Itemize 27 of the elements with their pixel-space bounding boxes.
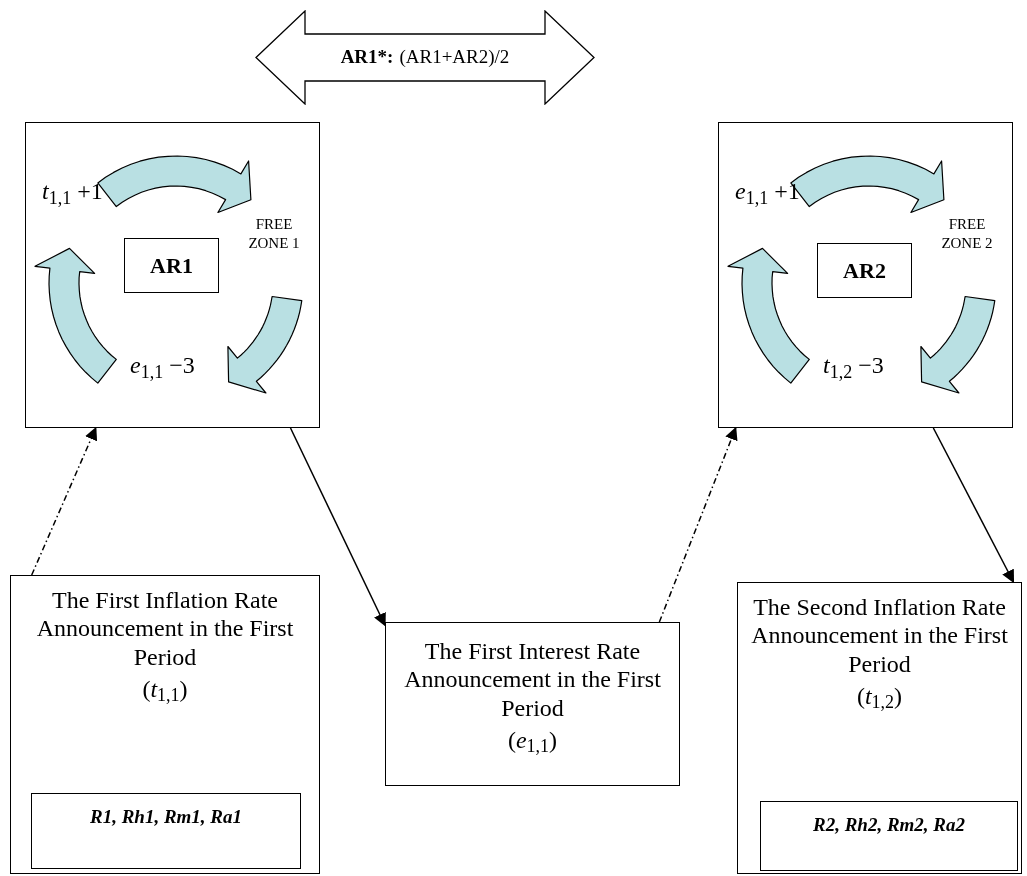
node-text: AR2	[843, 257, 886, 285]
label-box	[817, 243, 912, 298]
node-text: R2, Rh2, Rm2, Ra2	[812, 814, 965, 837]
node-text: R1, Rh1, Rm1, Ra1	[89, 806, 242, 829]
node-text: AR1*:	[340, 45, 394, 70]
label-box	[124, 238, 219, 293]
arrow	[30, 426, 98, 576]
node-text: e$_{1,1}$ −3	[130, 351, 195, 383]
variables-box	[31, 793, 301, 869]
double-arrow-shape	[255, 10, 595, 105]
arrow	[289, 427, 386, 627]
node-text: (e$_{1,1}$)	[507, 725, 558, 755]
node-text: FREE ZONE 1	[247, 215, 301, 253]
announcement-box	[10, 575, 320, 874]
node-text: AR1	[150, 252, 193, 280]
node-text: t$_{1,2}$ −3	[823, 351, 884, 383]
arrow	[658, 426, 738, 623]
node-text: (t$_{1,2}$)	[856, 681, 903, 711]
announcement-box	[385, 622, 680, 786]
node-text: e$_{1,1}$ +1	[735, 177, 800, 209]
node-text: (AR1+AR2)/2	[399, 45, 510, 70]
variables-box	[760, 801, 1018, 871]
node-text: t$_{1,1}$ +1	[42, 177, 103, 209]
node-text: FREE ZONE 2	[940, 215, 994, 253]
node-text: (t$_{1,1}$)	[142, 674, 188, 704]
arrow	[932, 427, 1015, 584]
announcement-box	[737, 582, 1022, 874]
